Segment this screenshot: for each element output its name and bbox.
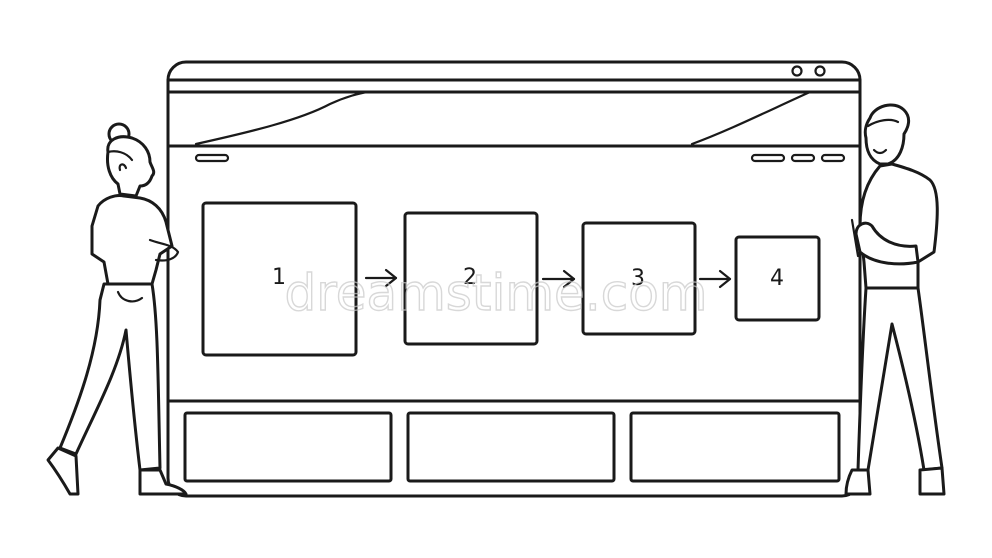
step-box[interactable]	[403, 211, 539, 346]
nav-logo-bar[interactable]	[194, 153, 230, 163]
arrow-right-icon	[541, 269, 576, 289]
step-box[interactable]	[581, 221, 697, 336]
browser-window: 1 2 3 4	[166, 60, 862, 498]
step-number: 3	[631, 266, 645, 291]
arrow-right-icon	[364, 268, 398, 288]
woman-figure	[46, 122, 188, 496]
step-box[interactable]	[201, 201, 358, 357]
header-wave-left	[194, 90, 370, 146]
window-control-icon[interactable]	[814, 65, 826, 77]
header-wave-right	[690, 90, 812, 146]
menu-item-bar[interactable]	[820, 153, 846, 163]
footer-panel[interactable]	[406, 411, 616, 483]
watermark-text: dreamstime.com	[285, 264, 708, 322]
menu-item-bar[interactable]	[790, 153, 816, 163]
menu-item-bar[interactable]	[750, 153, 786, 163]
window-control-icon[interactable]	[791, 65, 803, 77]
step-number: 4	[770, 266, 784, 291]
footer-panel[interactable]	[629, 411, 841, 483]
step-box[interactable]	[734, 235, 821, 322]
step-number: 2	[463, 265, 477, 290]
step-number: 1	[272, 265, 286, 290]
browser-frame	[166, 60, 862, 498]
footer-panel[interactable]	[183, 411, 393, 483]
arrow-right-icon	[698, 269, 732, 289]
man-figure	[844, 103, 946, 496]
